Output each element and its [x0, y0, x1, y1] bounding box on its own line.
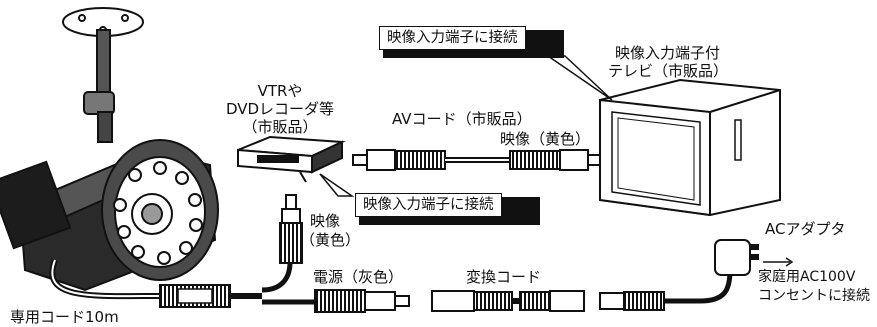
- ac-adapter-label: ACアダプタ: [765, 220, 846, 238]
- power-gray-label: 電源（灰色）: [313, 268, 404, 286]
- tv-label-2: テレビ（市販品）: [608, 62, 729, 80]
- video-vertical-label-1: 映像: [310, 212, 341, 230]
- av-cord: [352, 149, 603, 171]
- vtr-label-3: （市販品）: [242, 118, 318, 136]
- ac-adapter-assembly: [599, 239, 794, 311]
- dedicated-cable: [49, 258, 315, 308]
- callout-middle: 映像入力端子に接続: [355, 193, 502, 217]
- av-cord-label: AVコード（市販品）: [392, 110, 532, 128]
- power-plug: [314, 289, 410, 313]
- video-yellow-label: 映像（黄色）: [500, 130, 591, 148]
- tv-device: [599, 78, 781, 217]
- callout-top: 映像入力端子に接続: [379, 26, 526, 50]
- camera-body: [0, 139, 219, 292]
- vtr-label-2: DVDレコーダ等: [225, 100, 335, 118]
- video-plug-vertical: [279, 194, 303, 264]
- camera-mount: [62, 7, 144, 143]
- vtr-device: [237, 135, 346, 183]
- ac-instruction-1: 家庭用AC100V: [758, 269, 856, 285]
- conversion-cord: [431, 290, 585, 312]
- conversion-cord-label: 変換コード: [466, 268, 542, 286]
- callout-pointers: [319, 55, 613, 197]
- video-vertical-label-2: （黄色）: [300, 231, 361, 249]
- tv-label-1: 映像入力端子付: [615, 44, 721, 62]
- dedicated-cord-label: 専用コード10m: [10, 308, 119, 326]
- vtr-label-1: VTRや: [257, 82, 303, 100]
- ac-instruction-2: コンセントに接続: [758, 288, 870, 304]
